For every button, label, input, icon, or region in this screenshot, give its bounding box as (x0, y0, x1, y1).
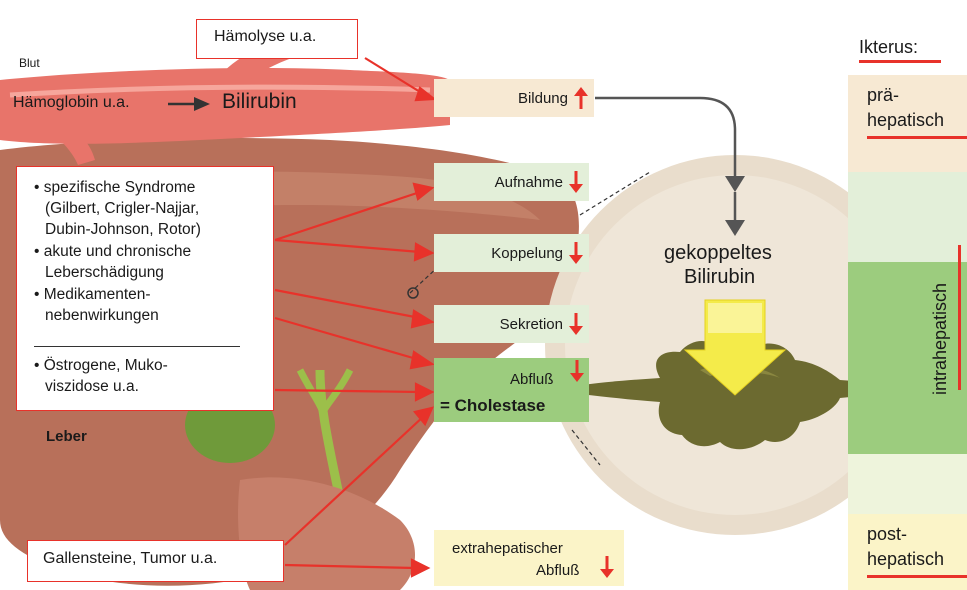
decrease-arrow-icon (569, 242, 583, 264)
step-aufnahme: Aufnahme (434, 163, 589, 201)
step-sekretion-label: Sekretion (500, 316, 563, 333)
ikterus-post-line2: hepatisch (867, 549, 944, 570)
cause-oestrogen-line2: viszidose u.a. (45, 378, 139, 396)
cause-syndromes-line3: Dubin-Johnson, Rotor) (45, 221, 201, 239)
causes-divider (34, 346, 240, 347)
cause-medication-line2: nebenwirkungen (45, 307, 159, 325)
bilirubin-label: Bilirubin (222, 90, 297, 114)
cause-syndromes-line2: (Gilbert, Crigler-Najjar, (45, 200, 199, 218)
liver-label: Leber (46, 428, 87, 445)
ikterus-prae-underline (867, 136, 967, 139)
step-abfluss-label: Abfluß (510, 371, 553, 388)
gallstones-label: Gallensteine, Tumor u.a. (43, 550, 217, 568)
ikterus-prae-line2: hepatisch (867, 110, 944, 131)
blood-label: Blut (19, 56, 40, 70)
cause-liver-damage-line2: Leberschädigung (45, 264, 164, 282)
ikterus-intra-label: intrahepatisch (930, 283, 951, 395)
cholestase-label: = Cholestase (440, 396, 545, 416)
decrease-arrow-icon (569, 313, 583, 335)
ikterus-intra-band-light (848, 172, 967, 262)
extrahepatischer-line2: Abfluß (536, 562, 579, 579)
step-aufnahme-label: Aufnahme (495, 174, 563, 191)
cause-medication-line1: • Medikamenten- (34, 286, 151, 304)
cause-oestrogen-line1: • Östrogene, Muko- (34, 357, 168, 375)
ikterus-post-underline (867, 575, 967, 578)
decrease-arrow-icon (570, 360, 584, 382)
extrahepatischer-line1: extrahepatischer (452, 540, 563, 557)
step-sekretion: Sekretion (434, 305, 589, 343)
decrease-arrow-icon (600, 556, 614, 578)
increase-arrow-icon (574, 87, 588, 109)
ikterus-title-underline (859, 60, 941, 63)
decrease-arrow-icon (569, 171, 583, 193)
step-koppelung: Koppelung (434, 234, 589, 272)
conjugated-bilirubin-line2: Bilirubin (684, 266, 755, 289)
step-bildung-label: Bildung (518, 90, 568, 107)
step-bildung: Bildung (434, 79, 594, 117)
step-koppelung-label: Koppelung (491, 245, 563, 262)
ikterus-title: Ikterus: (859, 37, 918, 58)
haemoglobin-label: Hämoglobin u.a. (13, 94, 130, 112)
ikterus-post-line1: post- (867, 524, 907, 545)
cause-syndromes-line1: • spezifische Syndrome (34, 179, 195, 197)
ikterus-prae-line1: prä- (867, 85, 899, 106)
ikterus-intra-line (958, 245, 961, 390)
conjugated-bilirubin-line1: gekoppeltes (664, 242, 772, 265)
cause-liver-damage-line1: • akute und chronische (34, 243, 191, 261)
haemolyse-label: Hämolyse u.a. (214, 28, 316, 46)
ikterus-intra-band-fade (848, 454, 967, 514)
step-extrahepatischer-abfluss (434, 530, 624, 586)
